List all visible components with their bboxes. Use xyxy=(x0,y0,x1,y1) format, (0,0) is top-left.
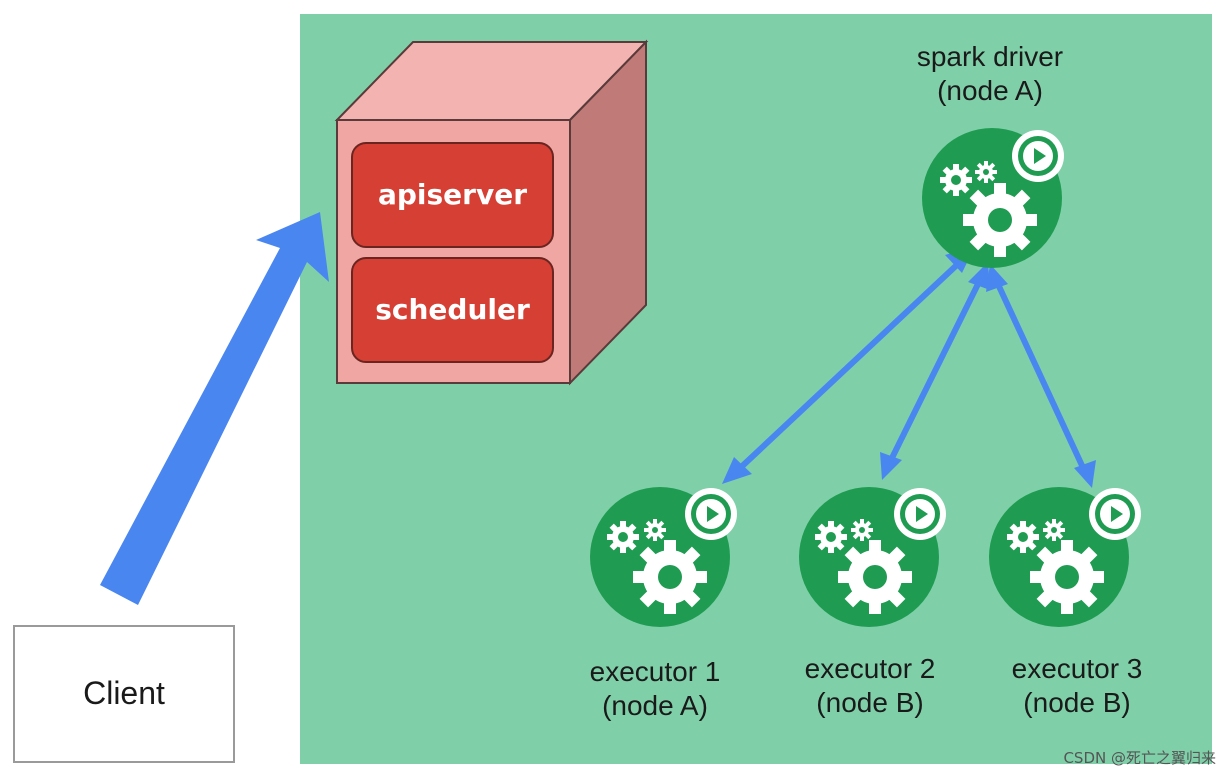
apiserver-box[interactable] xyxy=(351,142,554,248)
executor-2-node: (node B) xyxy=(816,687,924,718)
executor-3-title: executor 3 xyxy=(1011,653,1143,684)
executor-3-label: executor 3 (node B) xyxy=(982,652,1172,720)
spark-driver-node: (node A) xyxy=(937,75,1043,106)
spark-driver-title: spark driver xyxy=(916,41,1064,72)
apiserver-label: apiserver xyxy=(377,178,528,211)
control-plane-node xyxy=(334,39,649,386)
spark-submit-arrow xyxy=(100,212,329,605)
executor-3-icon[interactable] xyxy=(989,487,1141,627)
executor-2-label: executor 2 (node B) xyxy=(775,652,965,720)
spark-driver-icon[interactable] xyxy=(922,128,1064,268)
client-label: Client xyxy=(83,675,165,711)
executor-2-title: executor 2 xyxy=(804,653,936,684)
executor-2-icon[interactable] xyxy=(799,487,946,627)
scheduler-box[interactable] xyxy=(351,257,554,363)
scheduler-label: scheduler xyxy=(375,293,530,326)
executor-1-icon[interactable] xyxy=(590,487,737,627)
executor-1-title: executor 1 xyxy=(589,656,721,687)
executor-1-label: executor 1 (node A) xyxy=(560,655,750,723)
executor-1-node: (node A) xyxy=(602,690,708,721)
driver-executor-links xyxy=(722,246,1096,488)
spark-driver-label: spark driver (node A) xyxy=(880,40,1100,108)
client-box[interactable] xyxy=(13,625,235,763)
watermark: CSDN @死亡之翼归来 xyxy=(1063,749,1216,767)
executor-3-node: (node B) xyxy=(1023,687,1131,718)
